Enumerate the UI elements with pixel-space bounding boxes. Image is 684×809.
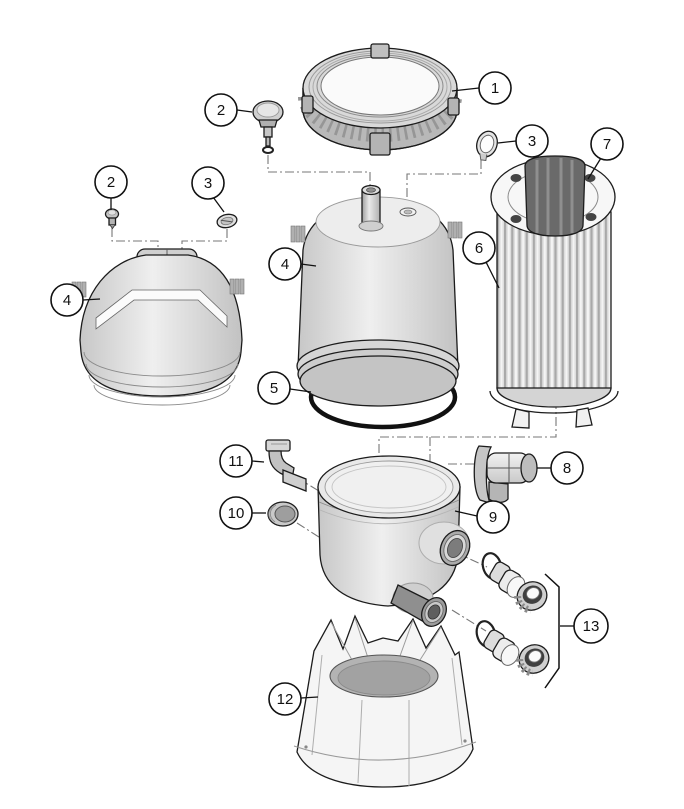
lid-lug-left	[290, 225, 306, 243]
part-lid-gasket	[216, 213, 238, 229]
callout-label: 7	[603, 136, 611, 153]
part-union-fittings	[475, 552, 560, 689]
union-set-upper	[481, 552, 548, 614]
lid-gauge-hole	[399, 207, 417, 217]
part-tank-lid	[290, 184, 463, 407]
callout-4-dome-lid: 4	[50, 283, 84, 317]
callout-3-valve-gasket: 3	[515, 124, 549, 158]
callout-5-tank-o-ring: 5	[257, 371, 291, 405]
callout-label: 12	[277, 691, 294, 708]
callout-4-tank-lid: 4	[268, 247, 302, 281]
tank-outlet-lower	[420, 597, 448, 627]
callout-1-lock-ring: 1	[478, 71, 512, 105]
part-base-stand	[293, 614, 477, 788]
callout-label: 3	[204, 175, 212, 192]
part-outlet-elbow	[473, 445, 538, 505]
ring-tab-bottom	[369, 132, 391, 156]
callout-9-tank-body: 9	[476, 500, 510, 534]
part-air-relief-valve	[252, 100, 284, 154]
lid-vent-pipe	[358, 184, 384, 232]
group-bracket-13	[544, 573, 560, 689]
union-set-lower	[475, 620, 550, 677]
union-nut-upper	[514, 581, 548, 614]
callout-13-union-fitting-set: 13	[573, 608, 609, 644]
callout-label: 6	[475, 240, 483, 257]
callout-8-outlet-elbow: 8	[550, 451, 584, 485]
callout-11-mounting-clip: 11	[219, 444, 253, 478]
callout-label: 2	[217, 102, 225, 119]
callout-3-lid-gasket: 3	[191, 166, 225, 200]
ring-tab-top	[370, 43, 390, 59]
part-lock-ring	[298, 43, 462, 156]
part-drain-cap	[267, 501, 299, 527]
callout-2-air-relief-valve: 2	[204, 93, 238, 127]
tank-outlet-upper	[439, 529, 471, 567]
ring-tab-left	[301, 95, 314, 114]
callout-label: 13	[583, 618, 600, 635]
callout-2-lid-screw: 2	[94, 165, 128, 199]
part-mounting-clip	[265, 439, 307, 492]
cartridge-foot-left	[511, 408, 530, 429]
callout-label: 8	[563, 460, 571, 477]
part-tank-body	[317, 455, 471, 627]
callout-label: 9	[489, 509, 497, 526]
cartridge-foot-right	[575, 407, 593, 428]
cartridge-pleats	[496, 211, 612, 389]
callout-label: 5	[270, 380, 278, 397]
part-dome-lid	[71, 248, 245, 406]
callout-label: 11	[228, 453, 244, 470]
callout-10-drain-cap: 10	[219, 496, 253, 530]
dome-lug-right	[229, 278, 245, 295]
callout-7-cartridge-fitting: 7	[590, 127, 624, 161]
callout-6-filter-cartridge: 6	[462, 231, 496, 265]
part-filter-cartridge	[489, 155, 619, 429]
callout-label: 1	[491, 80, 499, 97]
part-valve-gasket	[476, 130, 498, 161]
part-lid-screw	[104, 208, 120, 230]
lid-lug-right	[447, 221, 463, 239]
callout-label: 4	[63, 292, 71, 309]
callout-label: 3	[528, 133, 536, 150]
cartridge-core	[524, 155, 586, 237]
union-nut-lower	[516, 644, 550, 677]
callout-12-base-stand: 12	[268, 682, 302, 716]
ring-tab-right	[447, 97, 460, 116]
callout-label: 4	[281, 256, 289, 273]
callout-label: 2	[107, 174, 115, 191]
dome-highlight-band	[95, 289, 228, 330]
callout-label: 10	[228, 505, 245, 522]
valve-o-ring	[262, 146, 274, 154]
callout-leaders	[82, 87, 602, 699]
